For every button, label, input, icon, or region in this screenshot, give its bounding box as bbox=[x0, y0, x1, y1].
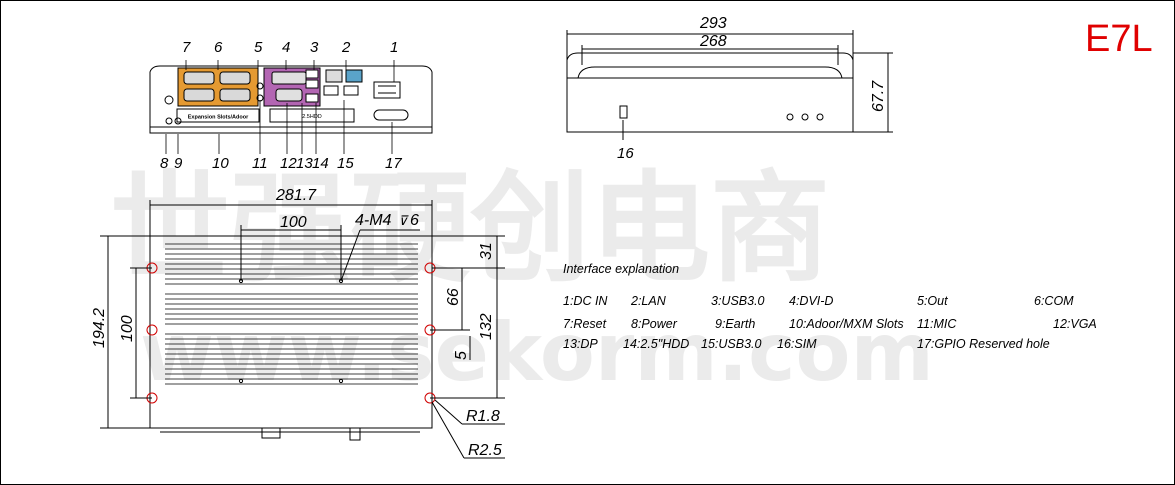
callout-14: 14 bbox=[312, 155, 329, 172]
legend-title: Interface explanation bbox=[563, 262, 680, 276]
legend-item: 17:GPIO Reserved hole bbox=[917, 337, 1050, 351]
legend-item: 16:SIM bbox=[777, 337, 817, 351]
side-view bbox=[566, 30, 893, 140]
legend-item: 9:Earth bbox=[715, 317, 756, 331]
legend-item: 10:Adoor/MXM Slots bbox=[789, 317, 904, 331]
legend-item: 13:DP bbox=[563, 337, 598, 351]
legend-item: 1:DC IN bbox=[563, 294, 608, 308]
callout-8: 8 bbox=[160, 155, 169, 172]
model-name: E7L bbox=[1085, 18, 1153, 60]
legend-item: 15:USB3.0 bbox=[701, 337, 762, 351]
callout-12: 12 bbox=[280, 155, 297, 172]
callout-9: 9 bbox=[174, 155, 183, 172]
watermark: 世强硬创电商 www.sekorm.com bbox=[110, 160, 934, 399]
front-panel-leaders bbox=[165, 60, 395, 154]
dim-100-top: 100 bbox=[280, 214, 307, 231]
legend-item: 8:Power bbox=[631, 317, 677, 331]
legend-item: 2:LAN bbox=[631, 294, 666, 308]
callout-13: 13 bbox=[296, 155, 313, 172]
side-view-labels: 293 268 67.7 16 bbox=[617, 15, 887, 162]
dim-281-7: 281.7 bbox=[275, 187, 317, 204]
dim-268: 268 bbox=[699, 33, 727, 50]
dim-100-left: 100 bbox=[119, 315, 136, 342]
dim-5: 5 bbox=[453, 351, 470, 360]
legend-item: 6:COM bbox=[1034, 294, 1074, 308]
expansion-slot-label: Expansion Slots/Adoor bbox=[188, 115, 249, 121]
callout-6: 6 bbox=[214, 39, 223, 56]
callout-7: 7 bbox=[182, 39, 191, 56]
watermark-cn: 世强硬创电商 bbox=[110, 160, 830, 299]
callout-5: 5 bbox=[254, 39, 263, 56]
screw-depth: 6 bbox=[410, 212, 419, 229]
dim-31: 31 bbox=[478, 242, 495, 260]
legend-item: 12:VGA bbox=[1053, 317, 1097, 331]
dim-66: 66 bbox=[445, 288, 462, 306]
callout-3: 3 bbox=[310, 39, 319, 56]
hdd-slot-label: 2.5HDD bbox=[302, 114, 322, 120]
callout-11: 11 bbox=[252, 155, 268, 172]
depth-symbol-icon: ⊽ bbox=[398, 213, 409, 228]
front-panel-view: Expansion Slots/Adoor 2.5HDD bbox=[149, 65, 433, 134]
legend-item: 5:Out bbox=[917, 294, 948, 308]
front-panel-callouts: 7 6 5 4 3 2 1 8 9 10 11 12 13 14 15 17 bbox=[160, 39, 402, 172]
dim-293: 293 bbox=[699, 15, 727, 32]
callout-16: 16 bbox=[617, 145, 634, 162]
legend-item: 11:MIC bbox=[917, 317, 957, 331]
dim-67-7: 67.7 bbox=[870, 80, 887, 112]
dim-132: 132 bbox=[478, 313, 495, 340]
radius-r2-5: R2.5 bbox=[468, 442, 502, 459]
callout-1: 1 bbox=[390, 39, 398, 56]
callout-17: 17 bbox=[385, 155, 402, 172]
legend-item: 14:2.5"HDD bbox=[623, 337, 690, 351]
callout-10: 10 bbox=[212, 155, 229, 172]
legend-item: 7:Reset bbox=[563, 317, 607, 331]
legend-item: 4:DVI-D bbox=[789, 294, 834, 308]
callout-15: 15 bbox=[337, 155, 354, 172]
watermark-latin: www.sekorm.com bbox=[140, 306, 934, 399]
dim-194-2: 194.2 bbox=[91, 308, 108, 348]
top-view-labels: 281.7 100 4-M4 ⊽ 6 194.2 100 31 66 132 5… bbox=[91, 187, 502, 459]
radius-r1-8: R1.8 bbox=[466, 408, 500, 425]
top-view bbox=[100, 200, 505, 459]
callout-2: 2 bbox=[341, 39, 351, 56]
legend-item: 3:USB3.0 bbox=[711, 294, 765, 308]
callout-4: 4 bbox=[282, 39, 290, 56]
screw-note: 4-M4 bbox=[355, 212, 392, 229]
